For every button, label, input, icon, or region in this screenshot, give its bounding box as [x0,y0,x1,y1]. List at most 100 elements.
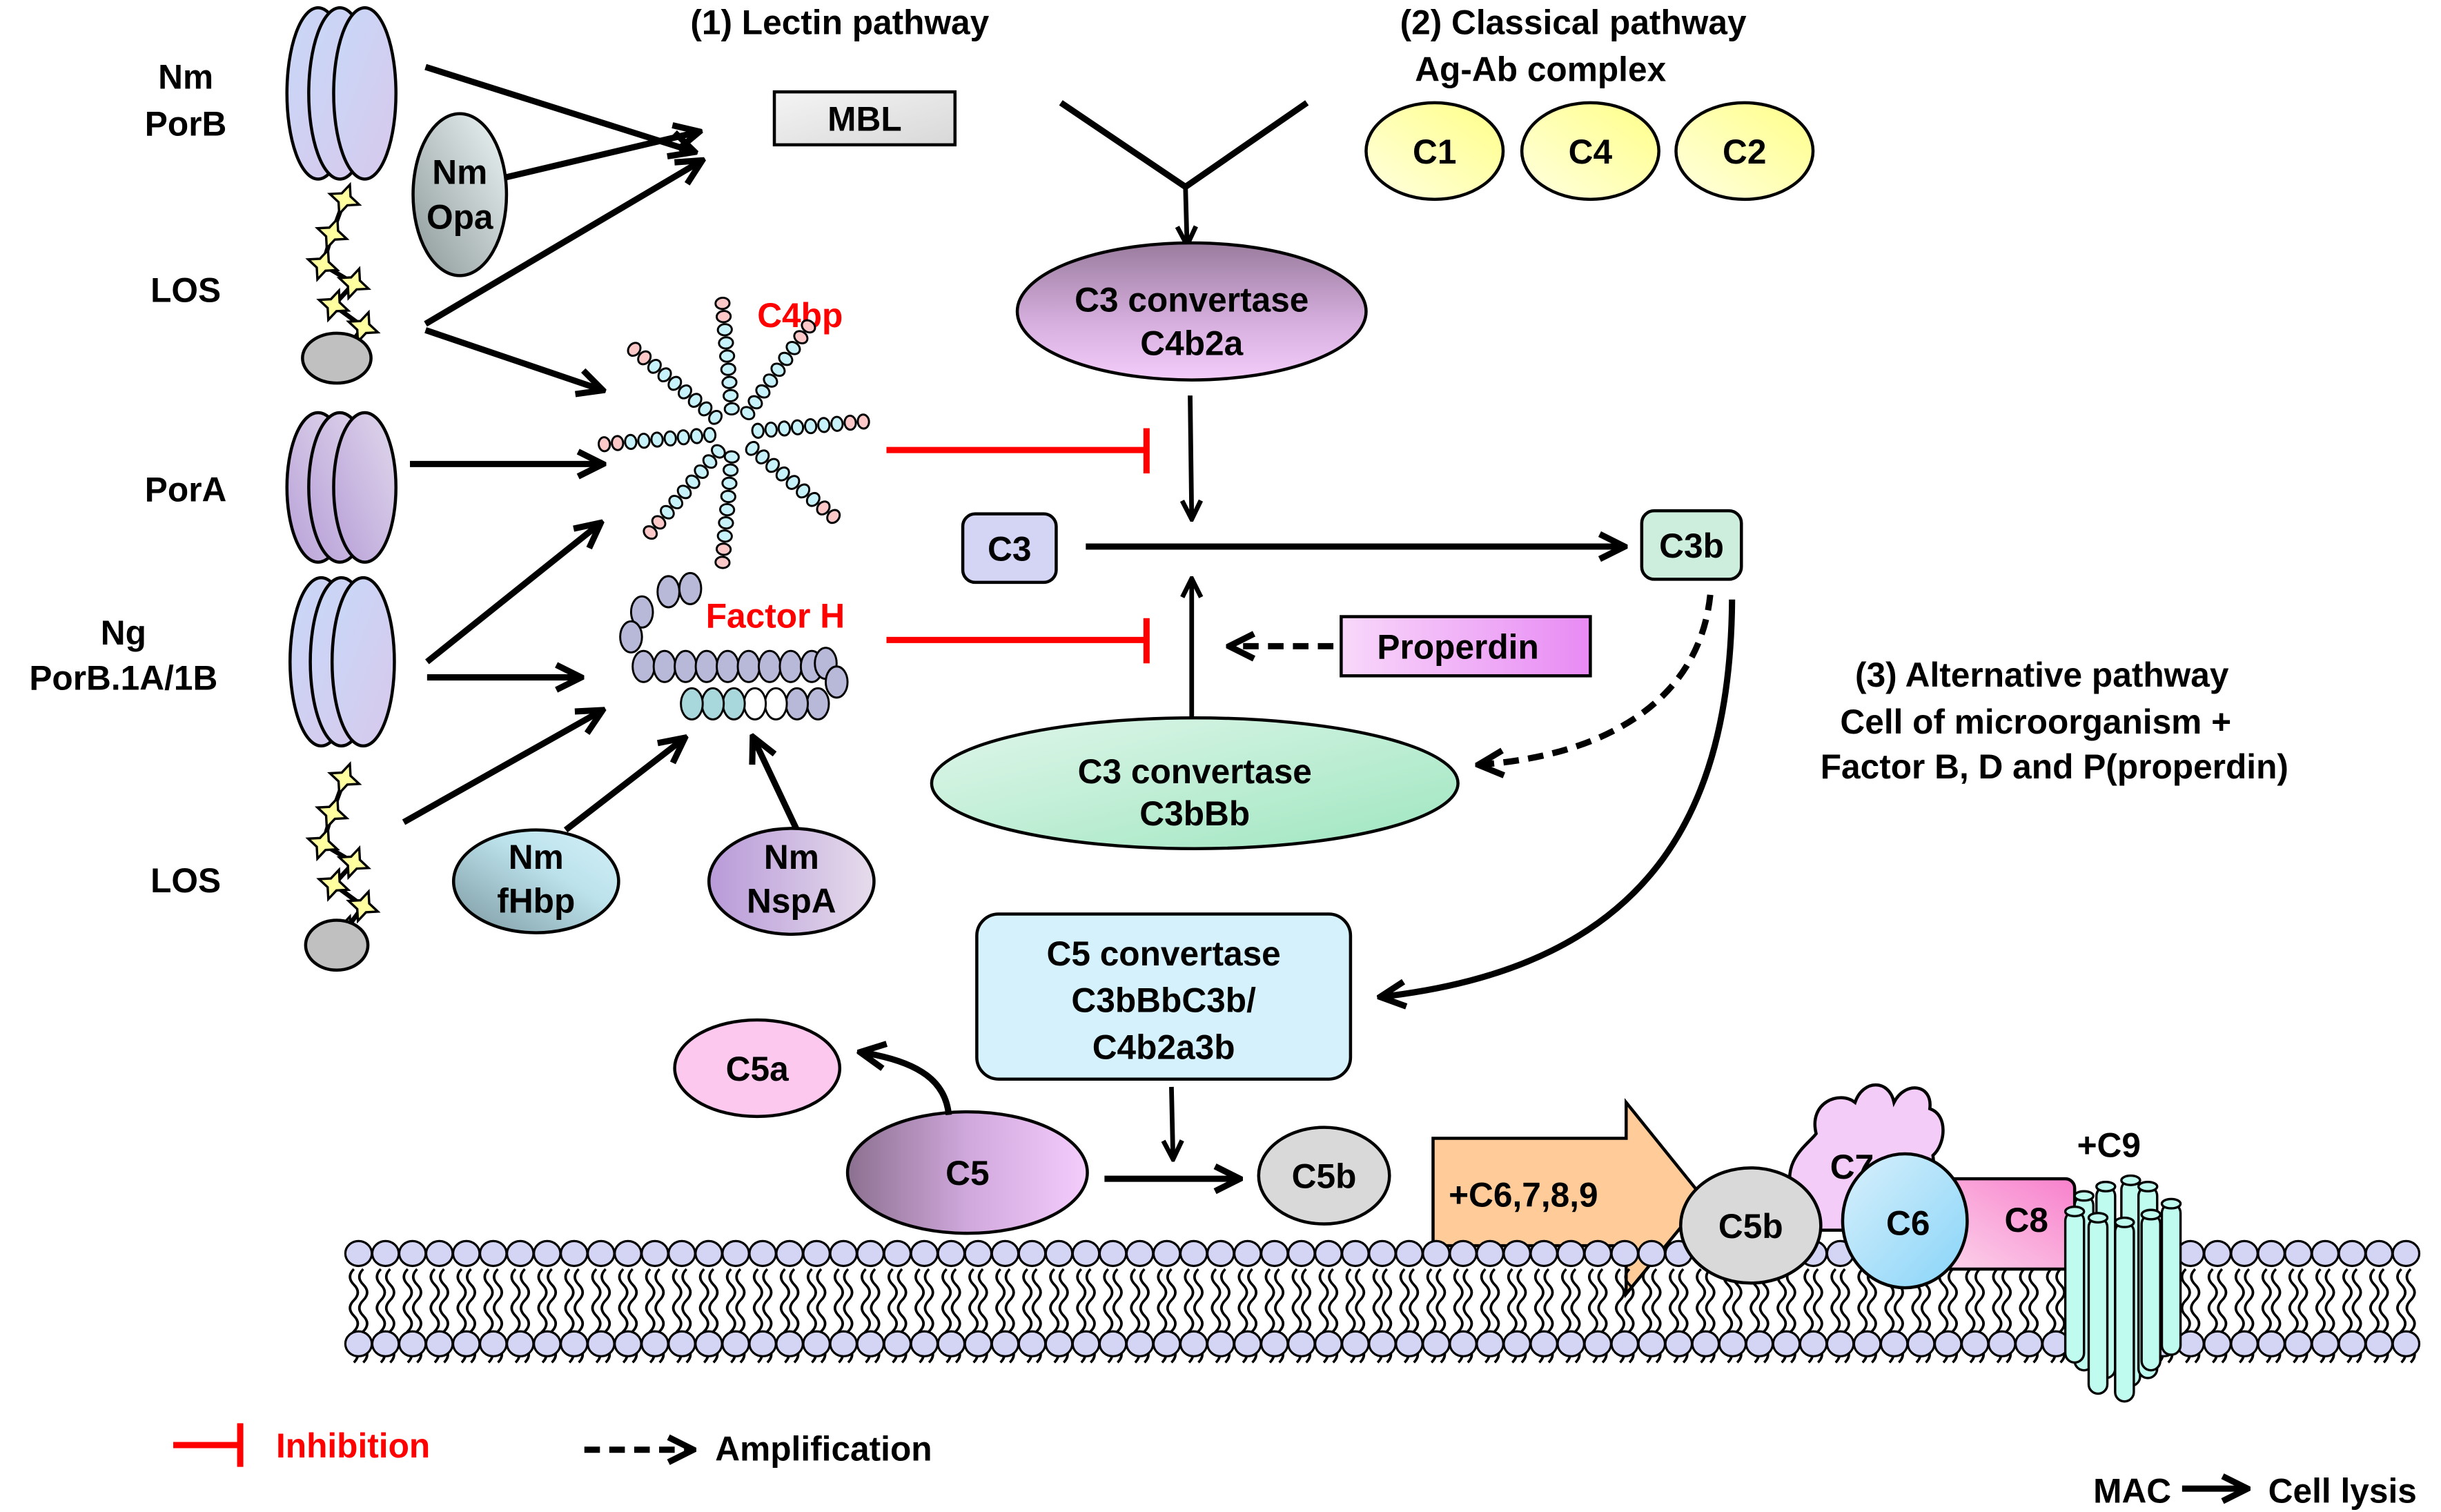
factor-h-bead [652,649,677,683]
lipid-tail [1938,1268,1958,1364]
lipid-tail [806,1268,827,1364]
lipid-head-outer [910,1239,939,1268]
mac-pore-icon [2063,1174,2182,1403]
lipid-head-inner [1449,1330,1478,1357]
lipid-head-inner [1906,1330,1936,1357]
pora-group: PorA [145,411,398,564]
c4bp-bead [755,449,770,464]
lipid-tail [941,1268,961,1364]
lipid-head-outer [1233,1239,1262,1268]
c3-label: C3 [988,529,1031,568]
lipid-tail [1560,1268,1581,1364]
c4bp-label: C4bp [757,296,843,335]
lipid-tail [1642,1268,1662,1364]
los-bottom-label: LOS [150,861,221,900]
lipid-tail [1184,1268,1204,1364]
c9-cylinder [2140,1213,2161,1372]
lipid-head-outer [1422,1239,1451,1268]
lipid-tail [752,1268,773,1364]
c3-convertase-classical-label-line1: C3 convertase [1075,280,1308,319]
c6789-label: +C6,7,8,9 [1449,1176,1598,1215]
c4bp-bead [716,529,733,543]
c9-cylinder [2160,1202,2182,1356]
legend-amplification-label: Amplification [715,1430,932,1469]
nm-fhbp-label-line1: Nm [509,838,564,876]
c9-cylinder [2087,1216,2109,1395]
mac-label: MAC [2093,1471,2171,1510]
c4bp-bead [624,433,638,450]
lipid-head-outer [2284,1239,2313,1268]
c4-node [1520,101,1660,202]
c2-label: C2 [1723,132,1766,171]
lipid-tail [1884,1268,1904,1364]
cell-lysis-label: Cell lysis [2268,1471,2417,1510]
lipid-head-inner [1125,1330,1155,1357]
lipid-head-inner [1071,1330,1101,1357]
lipid-head-outer [802,1239,831,1268]
lipid-head-outer [1449,1239,1478,1268]
lipid-head-inner [2337,1330,2367,1357]
lipid-head-inner [1287,1330,1316,1357]
lipid-head-inner [1852,1330,1882,1357]
lipid-head-inner [2284,1330,2313,1357]
lipid-head-outer [667,1239,696,1268]
c9-cylinder-top [2095,1180,2117,1192]
c4bp-bead [718,336,734,350]
lipid-head-inner [371,1330,400,1357]
lipid-tail [888,1268,908,1364]
lipid-tail [1507,1268,1527,1364]
lipid-head-inner [1152,1330,1182,1357]
lipid-head-inner [721,1330,750,1357]
lipid-head-inner [1260,1330,1289,1357]
arrow-fhbp-to-factor-h [563,740,683,833]
lipid-head-outer [344,1239,373,1268]
lipid-head-inner [1206,1330,1235,1357]
lipid-tail [402,1268,422,1364]
lipid-tail [1022,1268,1042,1364]
lipid-head-inner [1825,1330,1855,1357]
lipid-head-inner [2364,1330,2394,1357]
c3-convertase-alternative-label-line1: C3 convertase [1078,752,1312,791]
c3-convertase-classical-label-line2: C4b2a [1140,324,1243,362]
alternative-pathway-line3: Factor B, D and P(properdin) [1821,747,2288,786]
c4bp-bead [723,389,739,402]
lipid-head-outer [694,1239,723,1268]
lipid-head-inner [640,1330,669,1357]
lipid-head-inner [506,1330,535,1357]
lipid-head-outer [1044,1239,1074,1268]
lipid-head-inner [398,1330,427,1357]
lipid-head-outer [1125,1239,1155,1268]
c4bp-bead [843,414,857,431]
lipid-head-outer [371,1239,400,1268]
lipid-tail [1130,1268,1150,1364]
lipid-head-inner [344,1330,373,1357]
lipid-tail [2315,1268,2335,1364]
los-sugar-star-icon [305,247,340,282]
los-sugar-star-icon [327,181,362,217]
c4bp-bead [826,509,841,524]
lipid-head-inner [829,1330,858,1357]
c4bp-bead [723,450,740,464]
c4bp-bead [817,417,831,433]
lipid-head-inner [2203,1330,2232,1357]
los-sugar-star-icon [336,266,372,301]
factor-h-bead [694,649,719,683]
properdin-node: Properdin [1340,615,1592,678]
lipid-head-outer [883,1239,912,1268]
c4bp-bead [856,413,870,430]
c5a-node: C5a [673,1018,842,1119]
c5-convertase-label-line1: C5 convertase [1046,934,1280,973]
c4bp-bead [651,515,667,530]
lipid-head-inner [451,1330,481,1357]
c4bp-bead [804,418,818,435]
lipid-tail [510,1268,530,1364]
lipid-head-outer [1152,1239,1182,1268]
c4bp-bead [719,502,736,517]
lipid-head-inner [694,1330,723,1357]
ng-porb-trimer-icon [288,576,396,748]
lipid-head-outer [506,1239,535,1268]
c9-cylinder-top [2063,1206,2086,1217]
c4bp-bead [627,342,642,357]
c2-node [1674,101,1815,202]
c4bp-bead [775,466,790,482]
